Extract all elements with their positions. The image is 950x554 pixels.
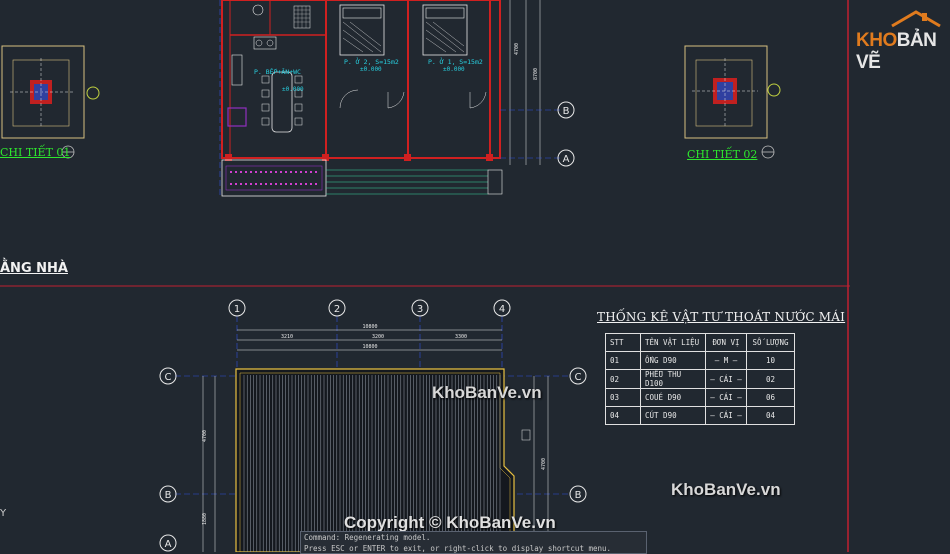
axis-label-b-plan: B [563, 106, 570, 117]
table-cell: 04 [605, 406, 641, 425]
table-cell: – CÁI – [705, 369, 747, 389]
dim-total-top: 10800 [362, 324, 377, 330]
table-cell: 01 [605, 351, 641, 370]
dim-side-1: 4700 [202, 430, 208, 442]
material-table: STT TÊN VẬT LIỆU ĐƠN VỊ SỐ LƯỢNG 01 ỐNG … [605, 333, 795, 425]
table-row: 04 CÚT D90 – CÁI – 04 [605, 406, 795, 425]
table-cell: CÚT D90 [640, 406, 706, 425]
table-cell: 04 [746, 406, 795, 425]
roof-axis-bubbles [159, 299, 587, 552]
command-history-line: Command: Regenerating model. [304, 533, 431, 542]
axis-label-3: 3 [417, 304, 423, 315]
header-cell: ĐƠN VỊ [705, 333, 747, 352]
dim-side-5: 1880 [202, 513, 208, 525]
axis-label-b-left: B [165, 490, 172, 501]
command-line[interactable]: Command: Regenerating model. Press ESC o… [300, 531, 647, 554]
detail-02-drawing [684, 45, 781, 159]
table-cell: COUÉ D90 [640, 388, 706, 407]
table-cell: 02 [605, 369, 641, 389]
dim-span-3: 3300 [455, 334, 467, 340]
table-cell: – M – [705, 351, 747, 370]
logo-text: KHOBẢN VẼ [856, 30, 942, 74]
table-cell: PHỄU THU D100 [640, 369, 706, 389]
room-label-kitchen: P. BẾP+ĂN+WC [254, 68, 301, 76]
detail-01-label[interactable]: CHI TIẾT 01 [0, 146, 71, 159]
room-label-bedroom-2: P. Ở 2, S=15m2 [344, 58, 399, 66]
table-cell: 10 [746, 351, 795, 370]
khobanve-logo: KHOBẢN VẼ [852, 8, 942, 73]
room-elev-bedroom-2: ±0.000 [360, 66, 382, 73]
table-cell: 02 [746, 369, 795, 389]
dim-side-3: 8700 [533, 68, 539, 80]
plan-axis-bubbles [557, 101, 575, 167]
detail-02-label[interactable]: CHI TIẾT 02 [687, 148, 758, 161]
watermark-right: KhoBanVe.vn [671, 480, 781, 499]
header-cell: SỐ LƯỢNG [746, 333, 795, 352]
floor-plan [219, 0, 560, 197]
dim-span-1: 3210 [281, 334, 293, 340]
dim-span-2: 3200 [372, 334, 384, 340]
table-row: 02 PHỄU THU D100 – CÁI – 02 [605, 369, 795, 389]
room-label-bedroom-1: P. Ở 1, S=15m2 [428, 58, 483, 66]
detail-01-drawing [1, 45, 100, 159]
table-row: 01 ỐNG D90 – M – 10 [605, 351, 795, 370]
table-row: 03 COUÉ D90 – CÁI – 06 [605, 388, 795, 407]
house-roof-icon [891, 10, 941, 28]
section-title: ẰNG NHÀ [0, 261, 68, 276]
ucs-icon: Y [0, 508, 7, 519]
roof-hatch [243, 375, 501, 552]
table-header-row: STT TÊN VẬT LIỆU ĐƠN VỊ SỐ LƯỢNG [605, 333, 795, 352]
axis-label-c-left: C [165, 372, 172, 383]
table-cell: – CÁI – [705, 406, 747, 425]
room-elev-bedroom-1: ±0.000 [443, 66, 465, 73]
table-cell: 03 [605, 388, 641, 407]
dim-total-bottom: 10800 [362, 344, 377, 350]
axis-label-a-plan: A [563, 154, 570, 165]
table-cell: ỐNG D90 [640, 351, 706, 370]
dim-side-4: 4700 [514, 43, 520, 55]
table-cell: 06 [746, 388, 795, 407]
command-prompt-line[interactable]: Press ESC or ENTER to exit, or right-cli… [304, 544, 612, 553]
axis-label-2: 2 [334, 304, 340, 315]
header-cell: STT [605, 333, 641, 352]
room-elev-kitchen: ±0.000 [282, 86, 304, 93]
table-cell: – CÁI – [705, 388, 747, 407]
watermark-center: KhoBanVe.vn [432, 383, 542, 402]
material-table-title: THỐNG KÊ VẬT TƯ THOÁT NƯỚC MÁI [597, 310, 846, 324]
logo-text-part1: KHO [856, 30, 897, 51]
axis-label-b-right: B [575, 490, 582, 501]
header-cell: TÊN VẬT LIỆU [640, 333, 706, 352]
copyright-watermark: Copyright © KhoBanVe.vn [344, 513, 556, 532]
dim-side-2: 4700 [541, 458, 547, 470]
axis-label-a-left: A [165, 539, 172, 550]
logo-text-part2: BẢN VẼ [856, 30, 937, 73]
axis-label-4: 4 [499, 304, 505, 315]
axis-label-1: 1 [234, 304, 240, 315]
axis-label-c-right: C [575, 372, 582, 383]
